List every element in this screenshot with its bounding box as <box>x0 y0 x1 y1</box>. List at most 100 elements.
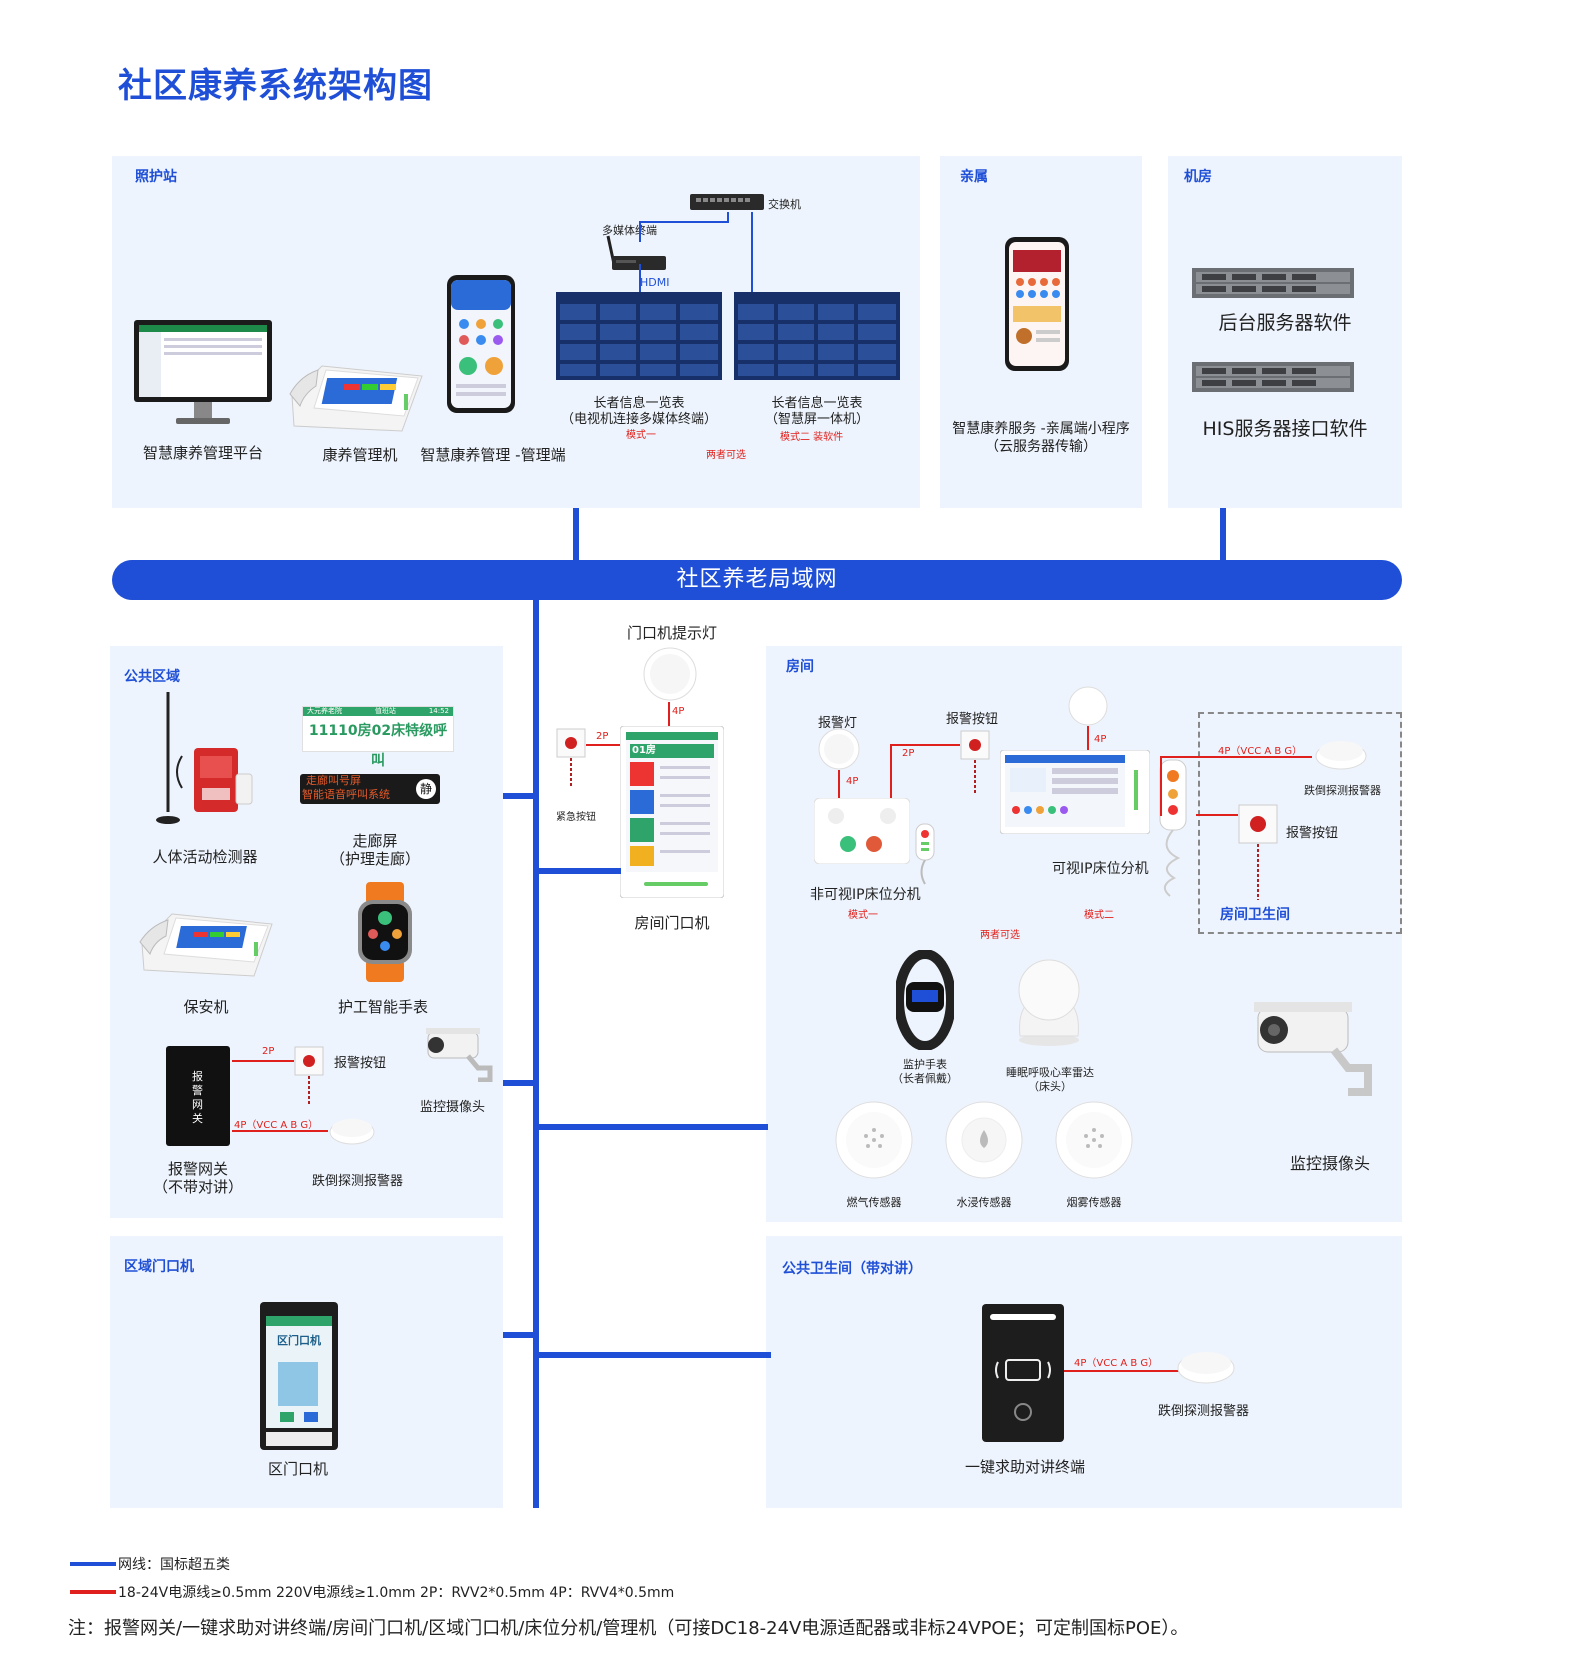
corridor-screen-line1: 走廊屏 <box>352 832 398 850</box>
media-terminal-label: 多媒体终端 <box>602 224 657 237</box>
non-visual-label: 非可视IP床位分机 <box>810 887 921 903</box>
area-door-screen-text: 区门口机 <box>277 1334 321 1347</box>
room-toilet-label: 房间卫生间 <box>1220 907 1290 923</box>
switch-label: 交换机 <box>768 198 801 211</box>
indicator-light-icon <box>642 646 698 702</box>
gateway-4p-wire <box>232 1130 328 1132</box>
emergency-button-label: 紧急按钮 <box>556 812 596 823</box>
server-room-uplink <box>1220 508 1226 562</box>
door-screen-room: 01房 <box>632 745 656 756</box>
security-machine-label: 保安机 <box>183 998 229 1016</box>
care-station-uplink <box>573 508 579 562</box>
public-fall-detector-label: 跌倒探测报警器 <box>312 1174 404 1189</box>
main-bus <box>533 600 539 1508</box>
alarm-gateway: 报警网关 <box>166 1046 230 1146</box>
corridor-led: 走廊叫号屏 智能语音呼叫系统 静 <box>300 774 440 804</box>
room-camera-icon <box>1244 996 1384 1096</box>
camera-icon <box>418 1024 498 1083</box>
radar-icon <box>1010 956 1088 1048</box>
ceiling-light-4p: 4P <box>1094 734 1107 745</box>
toilet-alarm-button-icon <box>1238 804 1278 902</box>
wristband-icon <box>894 949 956 1051</box>
gateway-text: 报警网关 <box>192 1070 203 1125</box>
corridor-screen-line2: （护理走廊） <box>329 850 420 868</box>
page-title: 社区康养系统架构图 <box>118 66 433 106</box>
toilet-fall-detector-label: 跌倒探测报警器 <box>1304 784 1381 797</box>
screen1-mode: 模式一 <box>626 430 656 441</box>
room-button-2p-wire-v <box>890 744 892 800</box>
video-wall-smart-screen <box>734 292 900 380</box>
family-phone-icon <box>1004 236 1070 372</box>
indicator-4p-wire <box>668 702 670 726</box>
corridor-header-mid: 值班站 <box>374 707 396 715</box>
server-icon <box>1192 362 1354 392</box>
smoke-sensor-label: 烟雾传感器 <box>1066 1196 1122 1209</box>
area-door-link <box>503 1332 535 1338</box>
platform-label: 智慧康养管理平台 <box>142 444 263 462</box>
legend-power-line <box>70 1590 116 1594</box>
room-either: 两者可选 <box>980 930 1020 941</box>
fall-detector-icon <box>328 1114 376 1146</box>
visual-handle-icon <box>1158 758 1188 898</box>
family-app-line2: （云服务器传输） <box>985 439 1097 455</box>
room-alarm-button-label: 报警按钮 <box>946 712 999 727</box>
public-toilet-panel <box>766 1236 1402 1508</box>
manager-machine-label: 康养管理机 <box>322 446 398 464</box>
room-link <box>535 1124 768 1130</box>
manager-app-label: 智慧康养管理 -管理端 <box>420 446 566 464</box>
public-area-link-2 <box>503 1080 535 1086</box>
server-room-label: 机房 <box>1184 169 1212 185</box>
screen2-line2: （智慧屏一体机） <box>764 412 869 427</box>
room-label: 房间 <box>786 659 814 675</box>
radar-line2: （床头） <box>1028 1080 1072 1093</box>
screen2-mode: 模式二 装软件 <box>780 432 844 443</box>
family-label: 亲属 <box>960 169 988 185</box>
area-door-device-label: 区门口机 <box>267 1460 328 1478</box>
smoke-sensor-icon <box>1054 1100 1134 1180</box>
corridor-lcd: 大元养老院 值班站 14:52 11110房02床特级呼叫 <box>302 706 454 769</box>
public-area-label: 公共区域 <box>124 669 180 685</box>
toilet-4p-wire <box>1160 756 1312 758</box>
screen1-line2: （电视机连接多媒体终端） <box>560 412 717 427</box>
gas-sensor-label: 燃气传感器 <box>846 1196 902 1209</box>
area-door-device: 区门口机 <box>260 1302 338 1450</box>
room-door-unit: 01房 <box>619 725 725 899</box>
security-machine-icon <box>136 902 276 980</box>
non-visual-bed-unit <box>813 797 911 865</box>
server-icon <box>1192 268 1354 298</box>
legend-power-text: 18-24V电源线≥0.5mm 220V电源线≥1.0mm 2P：RVV2*0.… <box>118 1585 675 1601</box>
room-camera-label: 监控摄像头 <box>1290 1154 1371 1173</box>
alarm-light-wire <box>838 770 840 800</box>
public-area-link-1 <box>503 793 535 799</box>
ceiling-light-wire <box>1087 726 1089 750</box>
corridor-header-left: 大元养老院 <box>307 707 342 715</box>
phone-icon <box>446 274 516 414</box>
emergency-button-icon <box>556 728 586 788</box>
gateway-line1: 报警网关 <box>167 1160 228 1178</box>
care-station-label: 照护站 <box>135 169 177 185</box>
visual-bed-unit <box>999 749 1151 835</box>
door-2p-label: 2P <box>596 731 609 742</box>
radar-line1: 睡眠呼吸心率雷达 <box>1006 1066 1094 1079</box>
either-note-top: 两者可选 <box>706 450 746 461</box>
wristband-line2: （长者佩戴） <box>892 1072 958 1085</box>
help-fall-detector-label: 跌倒探测报警器 <box>1158 1404 1250 1419</box>
alarm-light-label: 报警灯 <box>818 716 858 731</box>
door-indicator-label: 门口机提示灯 <box>626 624 717 642</box>
smart-watch-label: 护工智能手表 <box>337 998 428 1016</box>
water-sensor-icon <box>944 1100 1024 1180</box>
help-4p-wire <box>1064 1370 1180 1372</box>
indicator-4p-label: 4P <box>672 706 685 717</box>
video-wall-tv <box>556 292 722 380</box>
room-button-2p-label: 2P <box>902 748 915 759</box>
help-4p-label: 4P（VCC A B G） <box>1074 1358 1159 1369</box>
area-door-label: 区域门口机 <box>124 1259 194 1275</box>
ceiling-light-icon <box>1068 686 1108 726</box>
door-unit-link <box>535 868 621 874</box>
public-camera-label: 监控摄像头 <box>420 1100 486 1115</box>
motion-detector-icon <box>152 692 258 832</box>
room-toilet-box <box>1198 712 1402 934</box>
gateway-4p-label: 4P（VCC A B G） <box>234 1120 319 1131</box>
toilet-button-wire <box>1196 814 1238 816</box>
room-button-2p-wire <box>890 744 960 746</box>
